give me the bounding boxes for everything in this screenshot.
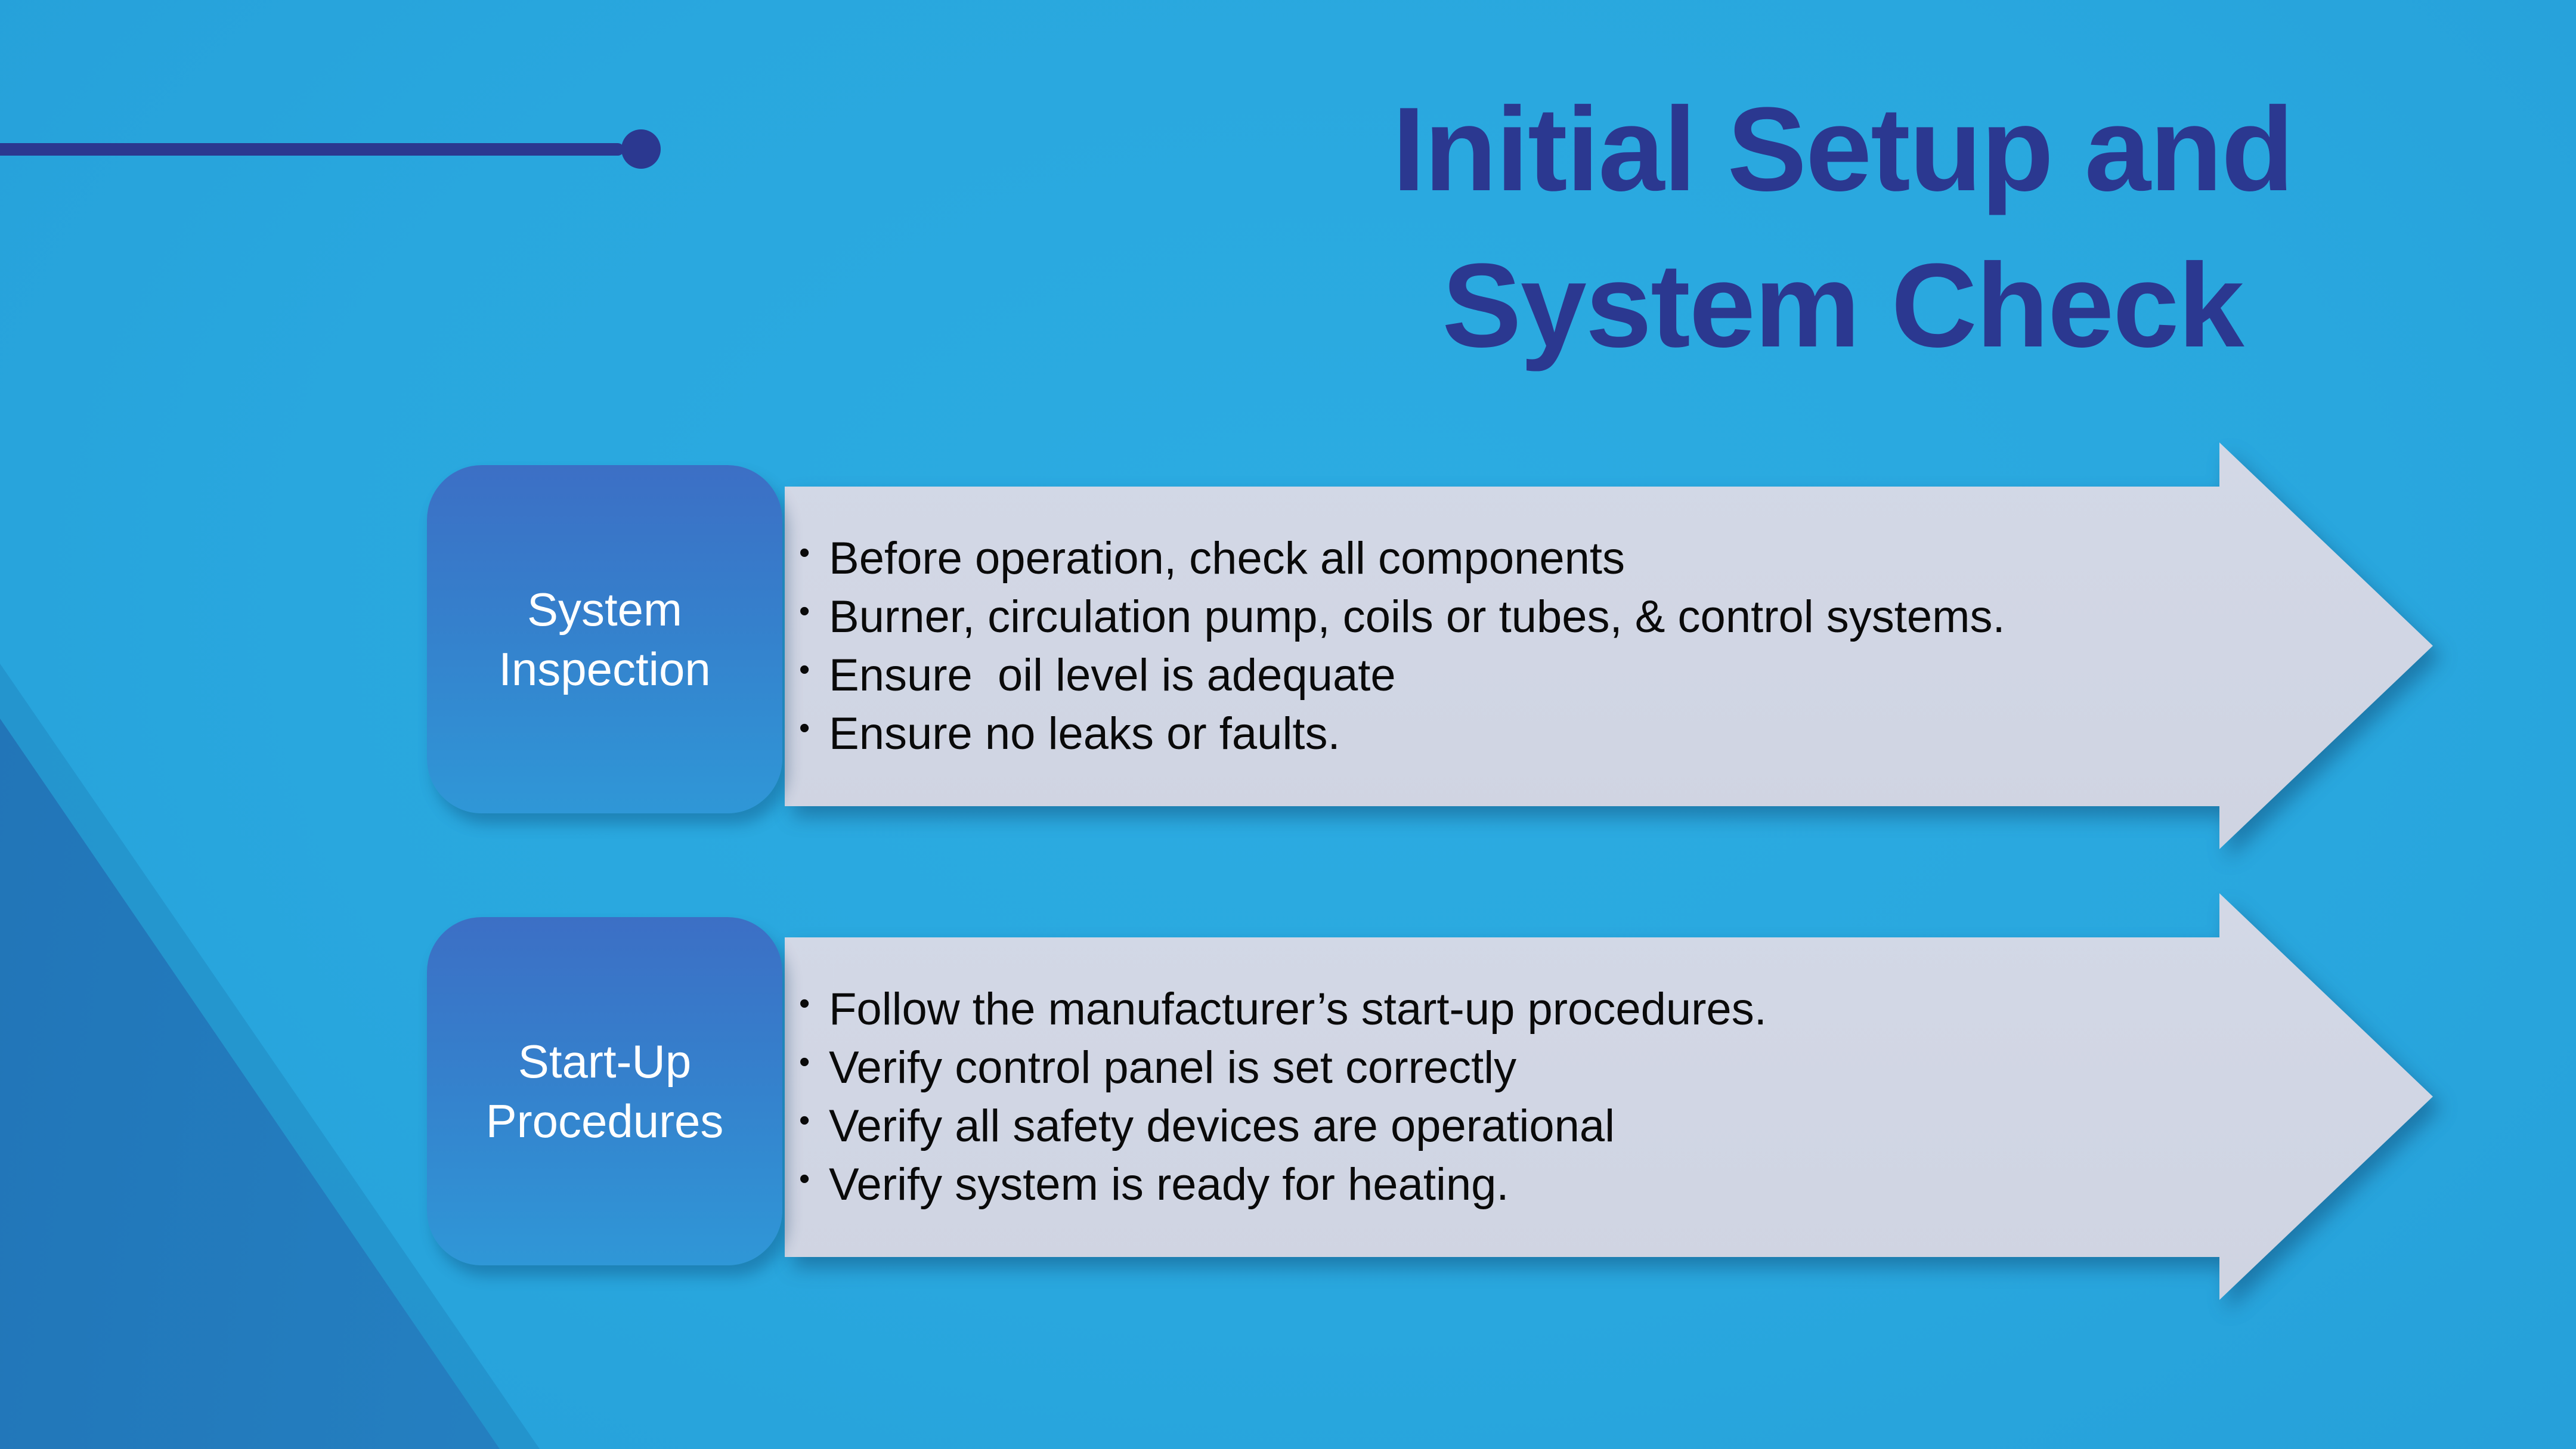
bullet-item: Follow the manufacturer’s start-up proce… xyxy=(799,974,2204,1039)
accent-line xyxy=(0,143,624,156)
bullet-item: Verify all safety devices are operationa… xyxy=(799,1091,2204,1156)
bullet-list: Before operation, check all components B… xyxy=(797,524,2204,763)
slide-title-line-2: System Check xyxy=(1442,239,2244,372)
bullet-item: Before operation, check all components xyxy=(799,524,2204,588)
slide-title-line-1: Initial Setup and xyxy=(1392,83,2295,216)
bullet-item: Verify control panel is set correctly xyxy=(799,1033,2204,1097)
accent-dot xyxy=(621,129,661,169)
bullet-list-container: Before operation, check all components B… xyxy=(797,487,2204,806)
process-arrow-start-up-procedures: Follow the manufacturer’s start-up proce… xyxy=(785,893,2433,1300)
label-text: System Inspection xyxy=(499,583,711,695)
label-box-start-up-procedures: Start-Up Procedures xyxy=(427,917,782,1265)
bullet-list: Follow the manufacturer’s start-up proce… xyxy=(797,974,2204,1214)
slide-title: Initial Setup and System Check xyxy=(1157,72,2528,384)
label-text: Start-Up Procedures xyxy=(485,1035,724,1147)
label-box-system-inspection: System Inspection xyxy=(427,465,782,813)
bullet-item: Burner, circulation pump, coils or tubes… xyxy=(799,582,2204,646)
bullet-item: Ensure no leaks or faults. xyxy=(799,699,2204,763)
bullet-item: Ensure oil level is adequate xyxy=(799,640,2204,705)
bullet-list-container: Follow the manufacturer’s start-up proce… xyxy=(797,937,2204,1257)
bullet-item: Verify system is ready for heating. xyxy=(799,1150,2204,1214)
process-arrow-system-inspection: Before operation, check all components B… xyxy=(785,442,2433,849)
